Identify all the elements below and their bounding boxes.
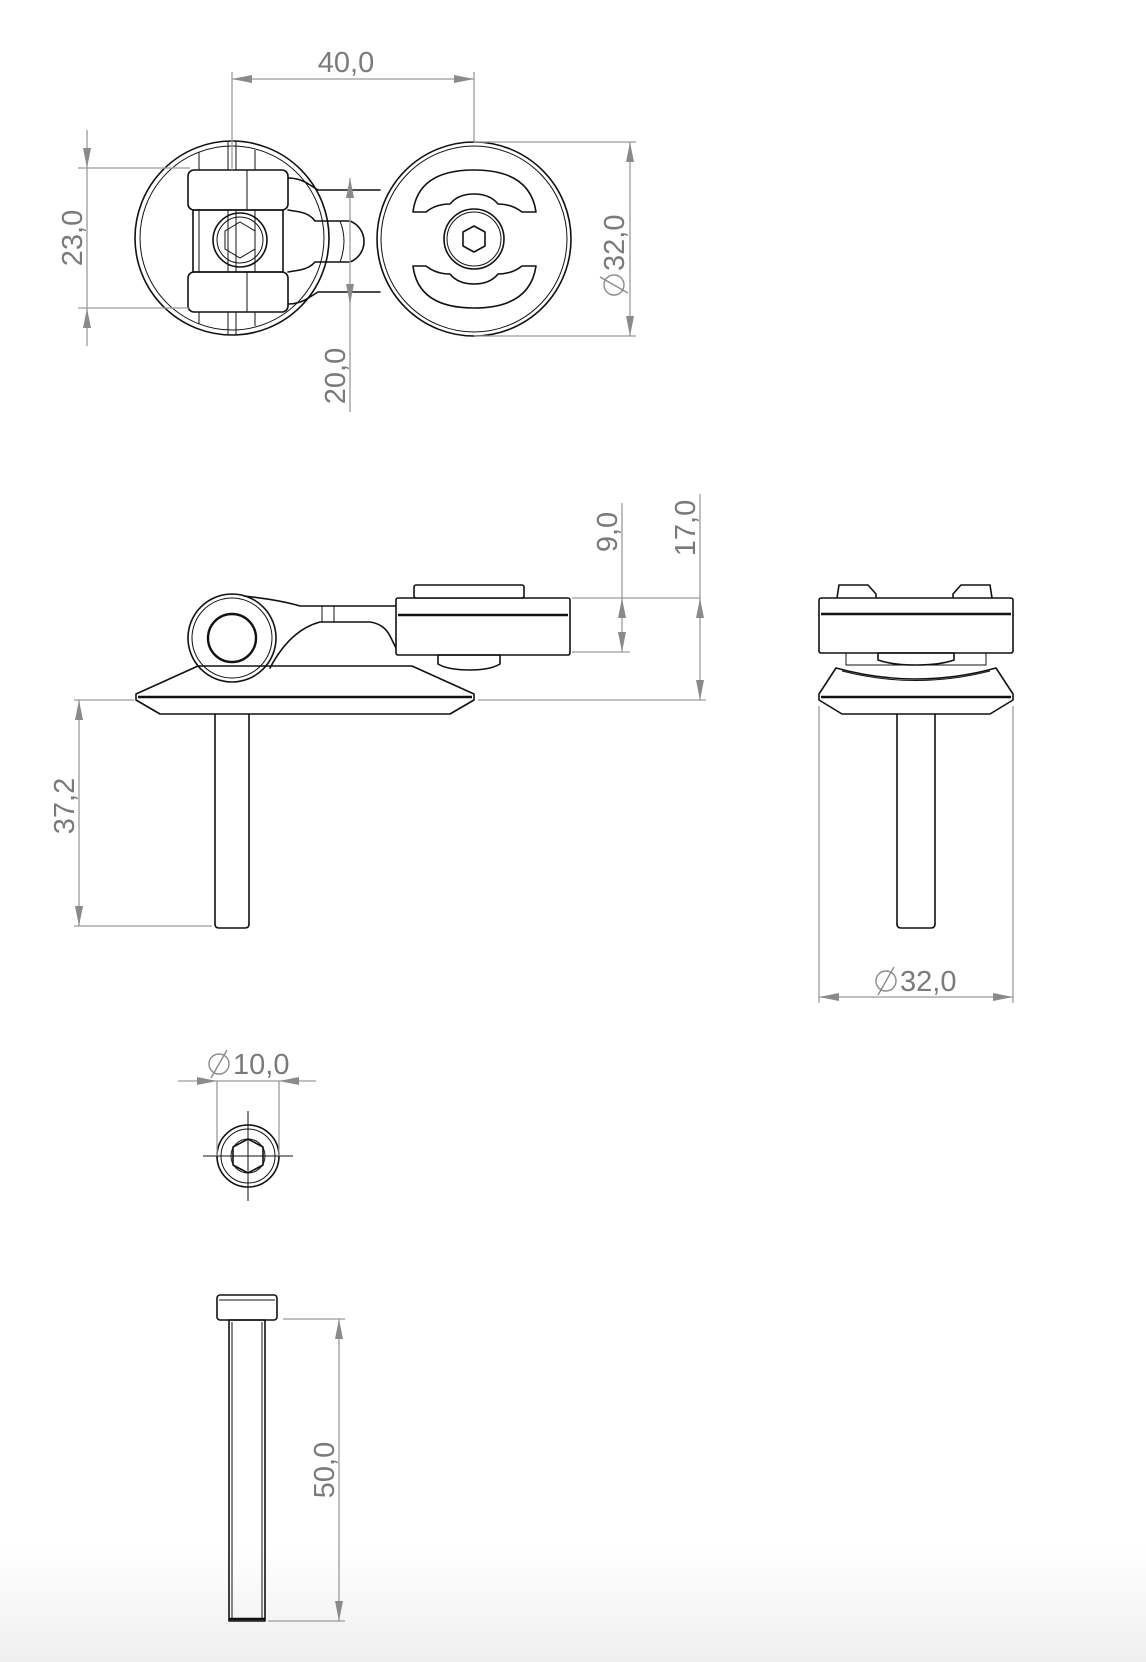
front-view — [818, 584, 1014, 929]
bolt-view — [216, 1294, 278, 1622]
side-view-dimensions: 9,0 17,0 37,2 — [49, 494, 706, 927]
dim-clamp-height: 23,0 — [57, 210, 89, 266]
top-view — [134, 140, 572, 337]
dim-mount-thickness: 9,0 — [592, 512, 624, 552]
top-view-dimensions: 40,0 23,0 20,0 32,0 — [57, 47, 636, 412]
dim-bolt-projection: 37,2 — [49, 778, 81, 834]
dim-bolt-length: 50,0 — [309, 1442, 341, 1498]
dim-center-distance: 40,0 — [318, 47, 374, 79]
bolt-head-dimensions: 10,0 — [178, 1049, 316, 1156]
dim-mount-diameter-top: 32,0 — [599, 215, 631, 271]
bolt-dimensions: 50,0 — [268, 1318, 345, 1622]
dim-total-height: 17,0 — [670, 500, 702, 556]
front-view-dimensions: 32,0 — [818, 706, 1014, 1003]
dim-arm-width: 20,0 — [320, 348, 352, 404]
dim-mount-diameter-front: 32,0 — [900, 966, 956, 998]
dim-head-diameter: 10,0 — [233, 1049, 289, 1081]
side-view — [135, 584, 571, 929]
